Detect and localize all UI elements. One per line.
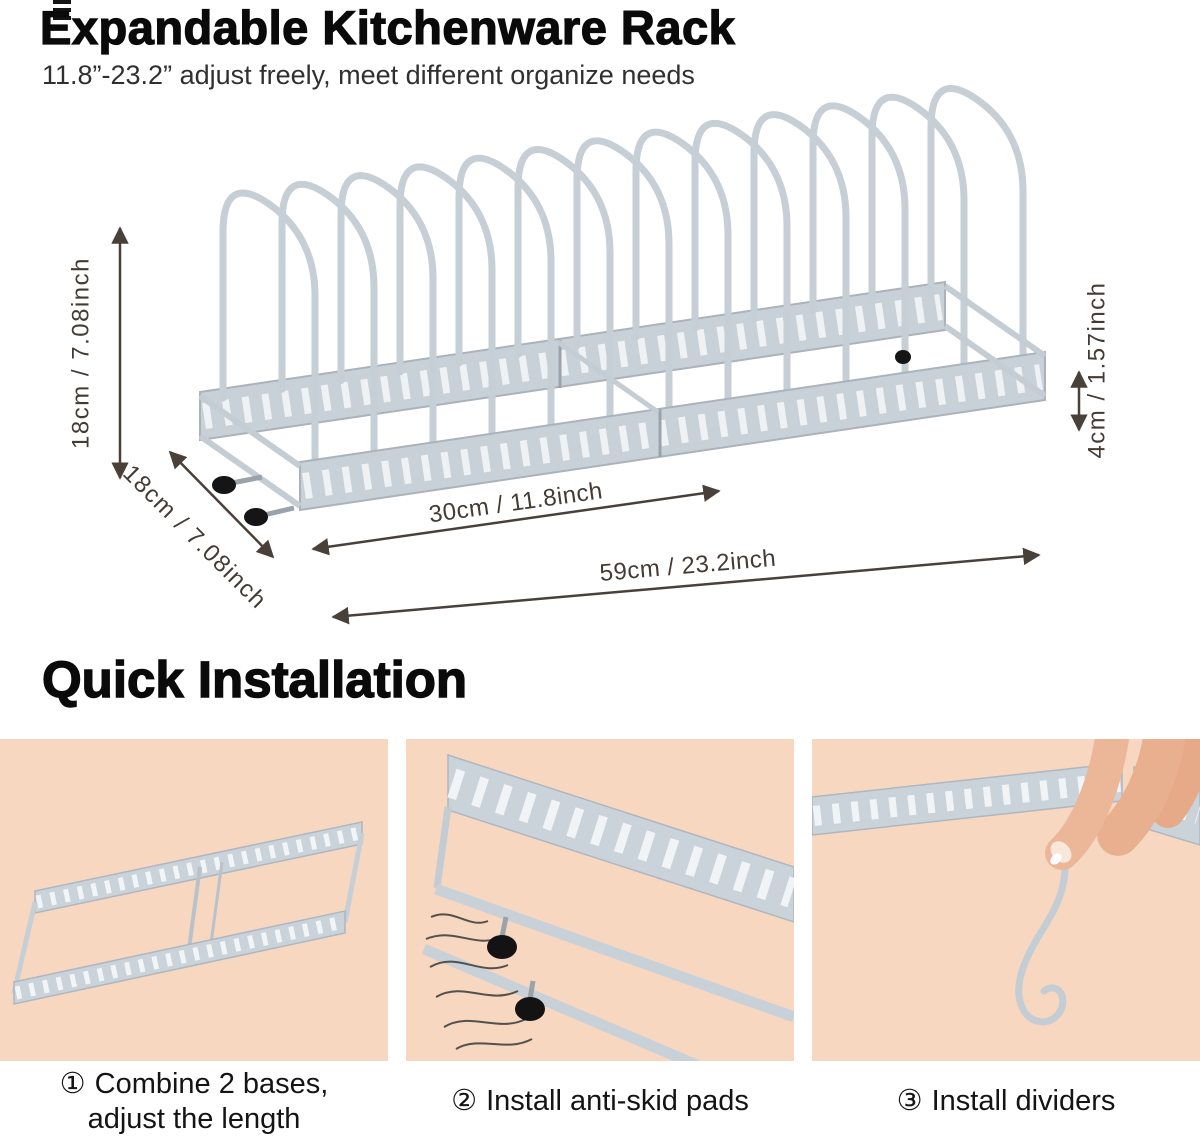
anti-skid-pad bbox=[515, 997, 545, 1021]
divider-hook bbox=[1015, 847, 1069, 1026]
single-base-width-arrow bbox=[311, 484, 721, 556]
page-title: Expandable Kitchenware Rack bbox=[39, 0, 736, 54]
hand bbox=[1045, 739, 1200, 870]
anti-skid-pad bbox=[895, 350, 911, 364]
step-text-2: Install anti-skid pads bbox=[486, 1085, 749, 1118]
expanded-width-arrow bbox=[331, 547, 1041, 625]
step-panel-combine-bases bbox=[0, 739, 388, 1061]
step-number-1: ① bbox=[59, 1067, 86, 1100]
depth-dimension-label: 18cm / 7.08inch bbox=[117, 460, 272, 615]
rack-dimension-diagram: 18cm / 7.08inch 18cm / 7.08inch 30cm / 1… bbox=[67, 0, 1110, 625]
rack-front-rail bbox=[299, 350, 1046, 512]
corner-logo-mark bbox=[53, 0, 71, 24]
anti-skid-pad bbox=[212, 476, 236, 494]
anti-skid-pads-illustration bbox=[421, 753, 794, 1061]
install-divider-illustration bbox=[812, 739, 1200, 1026]
step-text-3: Install dividers bbox=[931, 1085, 1116, 1118]
base-frame-illustration bbox=[11, 821, 365, 1005]
anti-skid-pad bbox=[244, 508, 268, 526]
anti-skid-pad bbox=[487, 935, 517, 959]
section-title: Quick Installation bbox=[41, 650, 468, 708]
step-number-3: ③ bbox=[896, 1085, 923, 1118]
step-text-1-line2: adjust the length bbox=[87, 1103, 301, 1135]
step-text-1: Combine 2 bases, bbox=[94, 1067, 329, 1100]
step-number-2: ② bbox=[451, 1085, 478, 1118]
installation-steps bbox=[0, 739, 1200, 1061]
step-panel-anti-skid-pads bbox=[406, 739, 794, 1061]
height-dimension-label: 18cm / 7.08inch bbox=[67, 257, 94, 449]
step-panel-install-dividers bbox=[812, 739, 1200, 1061]
fingernail-tip bbox=[1050, 853, 1062, 865]
page-subtitle: 11.8”-23.2” adjust freely, meet differen… bbox=[42, 60, 695, 90]
base-height-label: 4cm / 1.57inch bbox=[1083, 281, 1110, 458]
depth-arrow bbox=[168, 450, 275, 559]
sketch-scribbles bbox=[425, 913, 533, 1050]
